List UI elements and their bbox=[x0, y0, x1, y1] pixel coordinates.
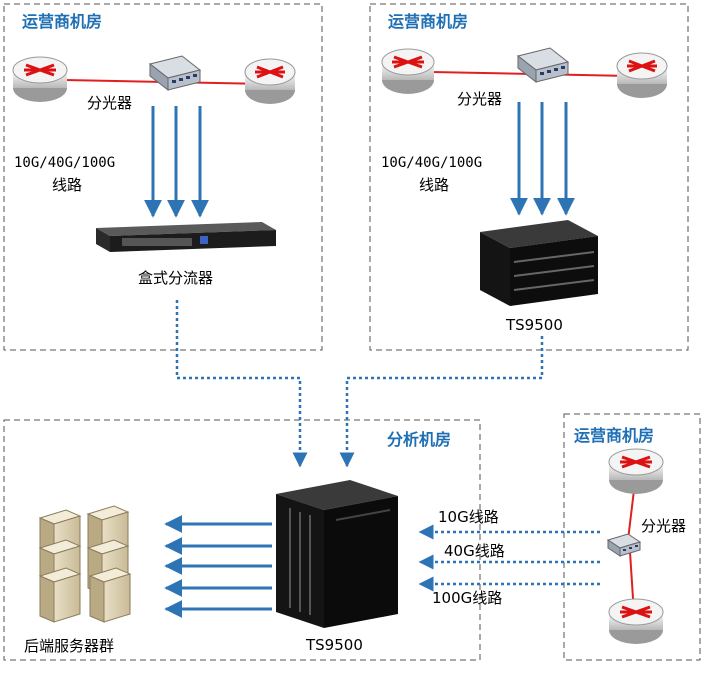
splitter-icon bbox=[606, 533, 642, 557]
splitter-icon bbox=[148, 55, 202, 92]
splitter-icon bbox=[516, 47, 570, 84]
router-icon bbox=[608, 448, 664, 494]
router-icon bbox=[12, 56, 68, 102]
link-10g-label: 10G线路 bbox=[438, 508, 499, 526]
region-title: 分析机房 bbox=[387, 430, 451, 449]
router-icon bbox=[381, 48, 435, 94]
region-right bbox=[563, 413, 701, 661]
chassis-icon bbox=[276, 480, 398, 628]
dotted-link bbox=[175, 300, 308, 468]
server-icon bbox=[38, 567, 82, 623]
region-analysis bbox=[3, 419, 481, 661]
splitter-label: 分光器 bbox=[641, 517, 686, 535]
region-title: 运营商机房 bbox=[22, 12, 102, 31]
device-label: TS9500 bbox=[305, 636, 363, 654]
router-icon bbox=[244, 58, 296, 104]
link-speeds-label: 10G/40G/100G bbox=[381, 155, 482, 171]
device-label: TS9500 bbox=[505, 316, 563, 334]
region-title: 运营商机房 bbox=[574, 426, 654, 445]
chassis-icon bbox=[480, 220, 598, 306]
splitter-label: 分光器 bbox=[457, 90, 502, 108]
server-icon bbox=[88, 567, 132, 623]
servers-label: 后端服务器群 bbox=[24, 637, 114, 655]
region-top-right bbox=[369, 3, 689, 351]
region-top-left bbox=[3, 3, 323, 351]
box-distributor-icon bbox=[96, 222, 276, 252]
router-icon bbox=[608, 598, 664, 644]
link-speeds-label: 10G/40G/100G bbox=[14, 155, 115, 171]
device-label: 盒式分流器 bbox=[138, 269, 213, 287]
region-title: 运营商机房 bbox=[388, 12, 468, 31]
link-label: 线路 bbox=[419, 176, 449, 194]
fiber-line bbox=[627, 489, 635, 541]
dotted-link bbox=[339, 336, 544, 468]
link-40g-label: 40G线路 bbox=[444, 542, 505, 560]
link-100g-label: 100G线路 bbox=[432, 589, 502, 607]
router-icon bbox=[616, 52, 668, 98]
splitter-label: 分光器 bbox=[87, 94, 132, 112]
link-label: 线路 bbox=[52, 176, 82, 194]
